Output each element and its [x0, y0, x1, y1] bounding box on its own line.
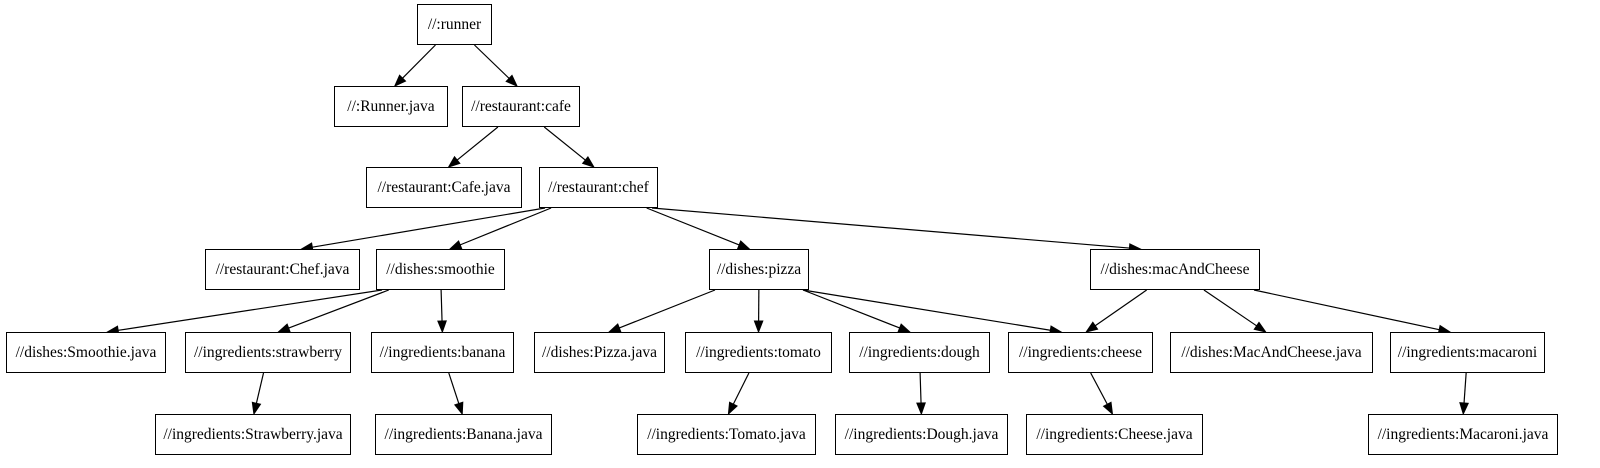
graph-node-label: //dishes:Pizza.java [542, 343, 657, 361]
graph-node-label: //ingredients:Cheese.java [1036, 425, 1193, 443]
graph-node-restaurant-chef[interactable]: //restaurant:chef [539, 167, 658, 208]
graph-node-cheese-java[interactable]: //ingredients:Cheese.java [1026, 414, 1203, 455]
graph-node-runner-java[interactable]: //:Runner.java [334, 86, 448, 127]
graph-node-strawberry-java[interactable]: //ingredients:Strawberry.java [155, 414, 351, 455]
graph-node-banana-java[interactable]: //ingredients:Banana.java [375, 414, 552, 455]
graph-node-ing-macaroni[interactable]: //ingredients:macaroni [1390, 332, 1545, 373]
graph-node-label: //ingredients:cheese [1018, 343, 1143, 361]
graph-node-dishes-smoothie[interactable]: //dishes:smoothie [376, 249, 505, 290]
graph-node-label: //:runner [427, 15, 482, 33]
graph-node-label: //ingredients:tomato [696, 343, 821, 361]
graph-node-label: //ingredients:Dough.java [844, 425, 999, 443]
graph-node-label: //dishes:pizza [716, 260, 802, 278]
graph-node-label: //ingredients:strawberry [193, 343, 343, 361]
graph-node-label: //ingredients:Strawberry.java [163, 425, 343, 443]
graph-node-label: //ingredients:Macaroni.java [1377, 425, 1549, 443]
graph-node-ing-strawberry[interactable]: //ingredients:strawberry [185, 332, 351, 373]
graph-node-smoothie-java[interactable]: //dishes:Smoothie.java [6, 332, 166, 373]
graph-node-label: //ingredients:dough [859, 343, 980, 361]
graph-node-restaurant-cafe[interactable]: //restaurant:cafe [462, 86, 580, 127]
graph-node-label: //dishes:smoothie [386, 260, 495, 278]
graph-node-label: //ingredients:Banana.java [384, 425, 543, 443]
graph-node-label: //dishes:Smoothie.java [15, 343, 157, 361]
graph-node-cafe-java[interactable]: //restaurant:Cafe.java [366, 167, 522, 208]
graph-node-label: //ingredients:banana [379, 343, 506, 361]
graph-node-dishes-macandcheese[interactable]: //dishes:macAndCheese [1090, 249, 1260, 290]
graph-node-label: //ingredients:Tomato.java [647, 425, 806, 443]
graph-node-runner[interactable]: //:runner [417, 4, 492, 45]
graph-node-ing-dough[interactable]: //ingredients:dough [849, 332, 990, 373]
graph-node-label: //dishes:macAndCheese [1100, 260, 1250, 278]
graph-node-macandcheese-java[interactable]: //dishes:MacAndCheese.java [1170, 332, 1373, 373]
graph-node-label: //restaurant:cafe [471, 97, 571, 115]
graph-node-label: //:Runner.java [347, 97, 435, 115]
graph-node-label: //restaurant:Chef.java [215, 260, 350, 278]
graph-node-label: //ingredients:macaroni [1397, 343, 1538, 361]
graph-node-ing-tomato[interactable]: //ingredients:tomato [685, 332, 832, 373]
graph-node-chef-java[interactable]: //restaurant:Chef.java [205, 249, 360, 290]
graph-node-label: //restaurant:Cafe.java [377, 178, 511, 196]
graph-node-dishes-pizza[interactable]: //dishes:pizza [709, 249, 809, 290]
graph-node-dough-java[interactable]: //ingredients:Dough.java [835, 414, 1008, 455]
graph-node-pizza-java[interactable]: //dishes:Pizza.java [534, 332, 665, 373]
graph-node-tomato-java[interactable]: //ingredients:Tomato.java [637, 414, 816, 455]
graph-node-label: //dishes:MacAndCheese.java [1181, 343, 1362, 361]
graph-node-ing-cheese[interactable]: //ingredients:cheese [1008, 332, 1153, 373]
graph-node-ing-banana[interactable]: //ingredients:banana [371, 332, 514, 373]
graph-node-macaroni-java[interactable]: //ingredients:Macaroni.java [1368, 414, 1558, 455]
graph-node-label: //restaurant:chef [548, 178, 649, 196]
